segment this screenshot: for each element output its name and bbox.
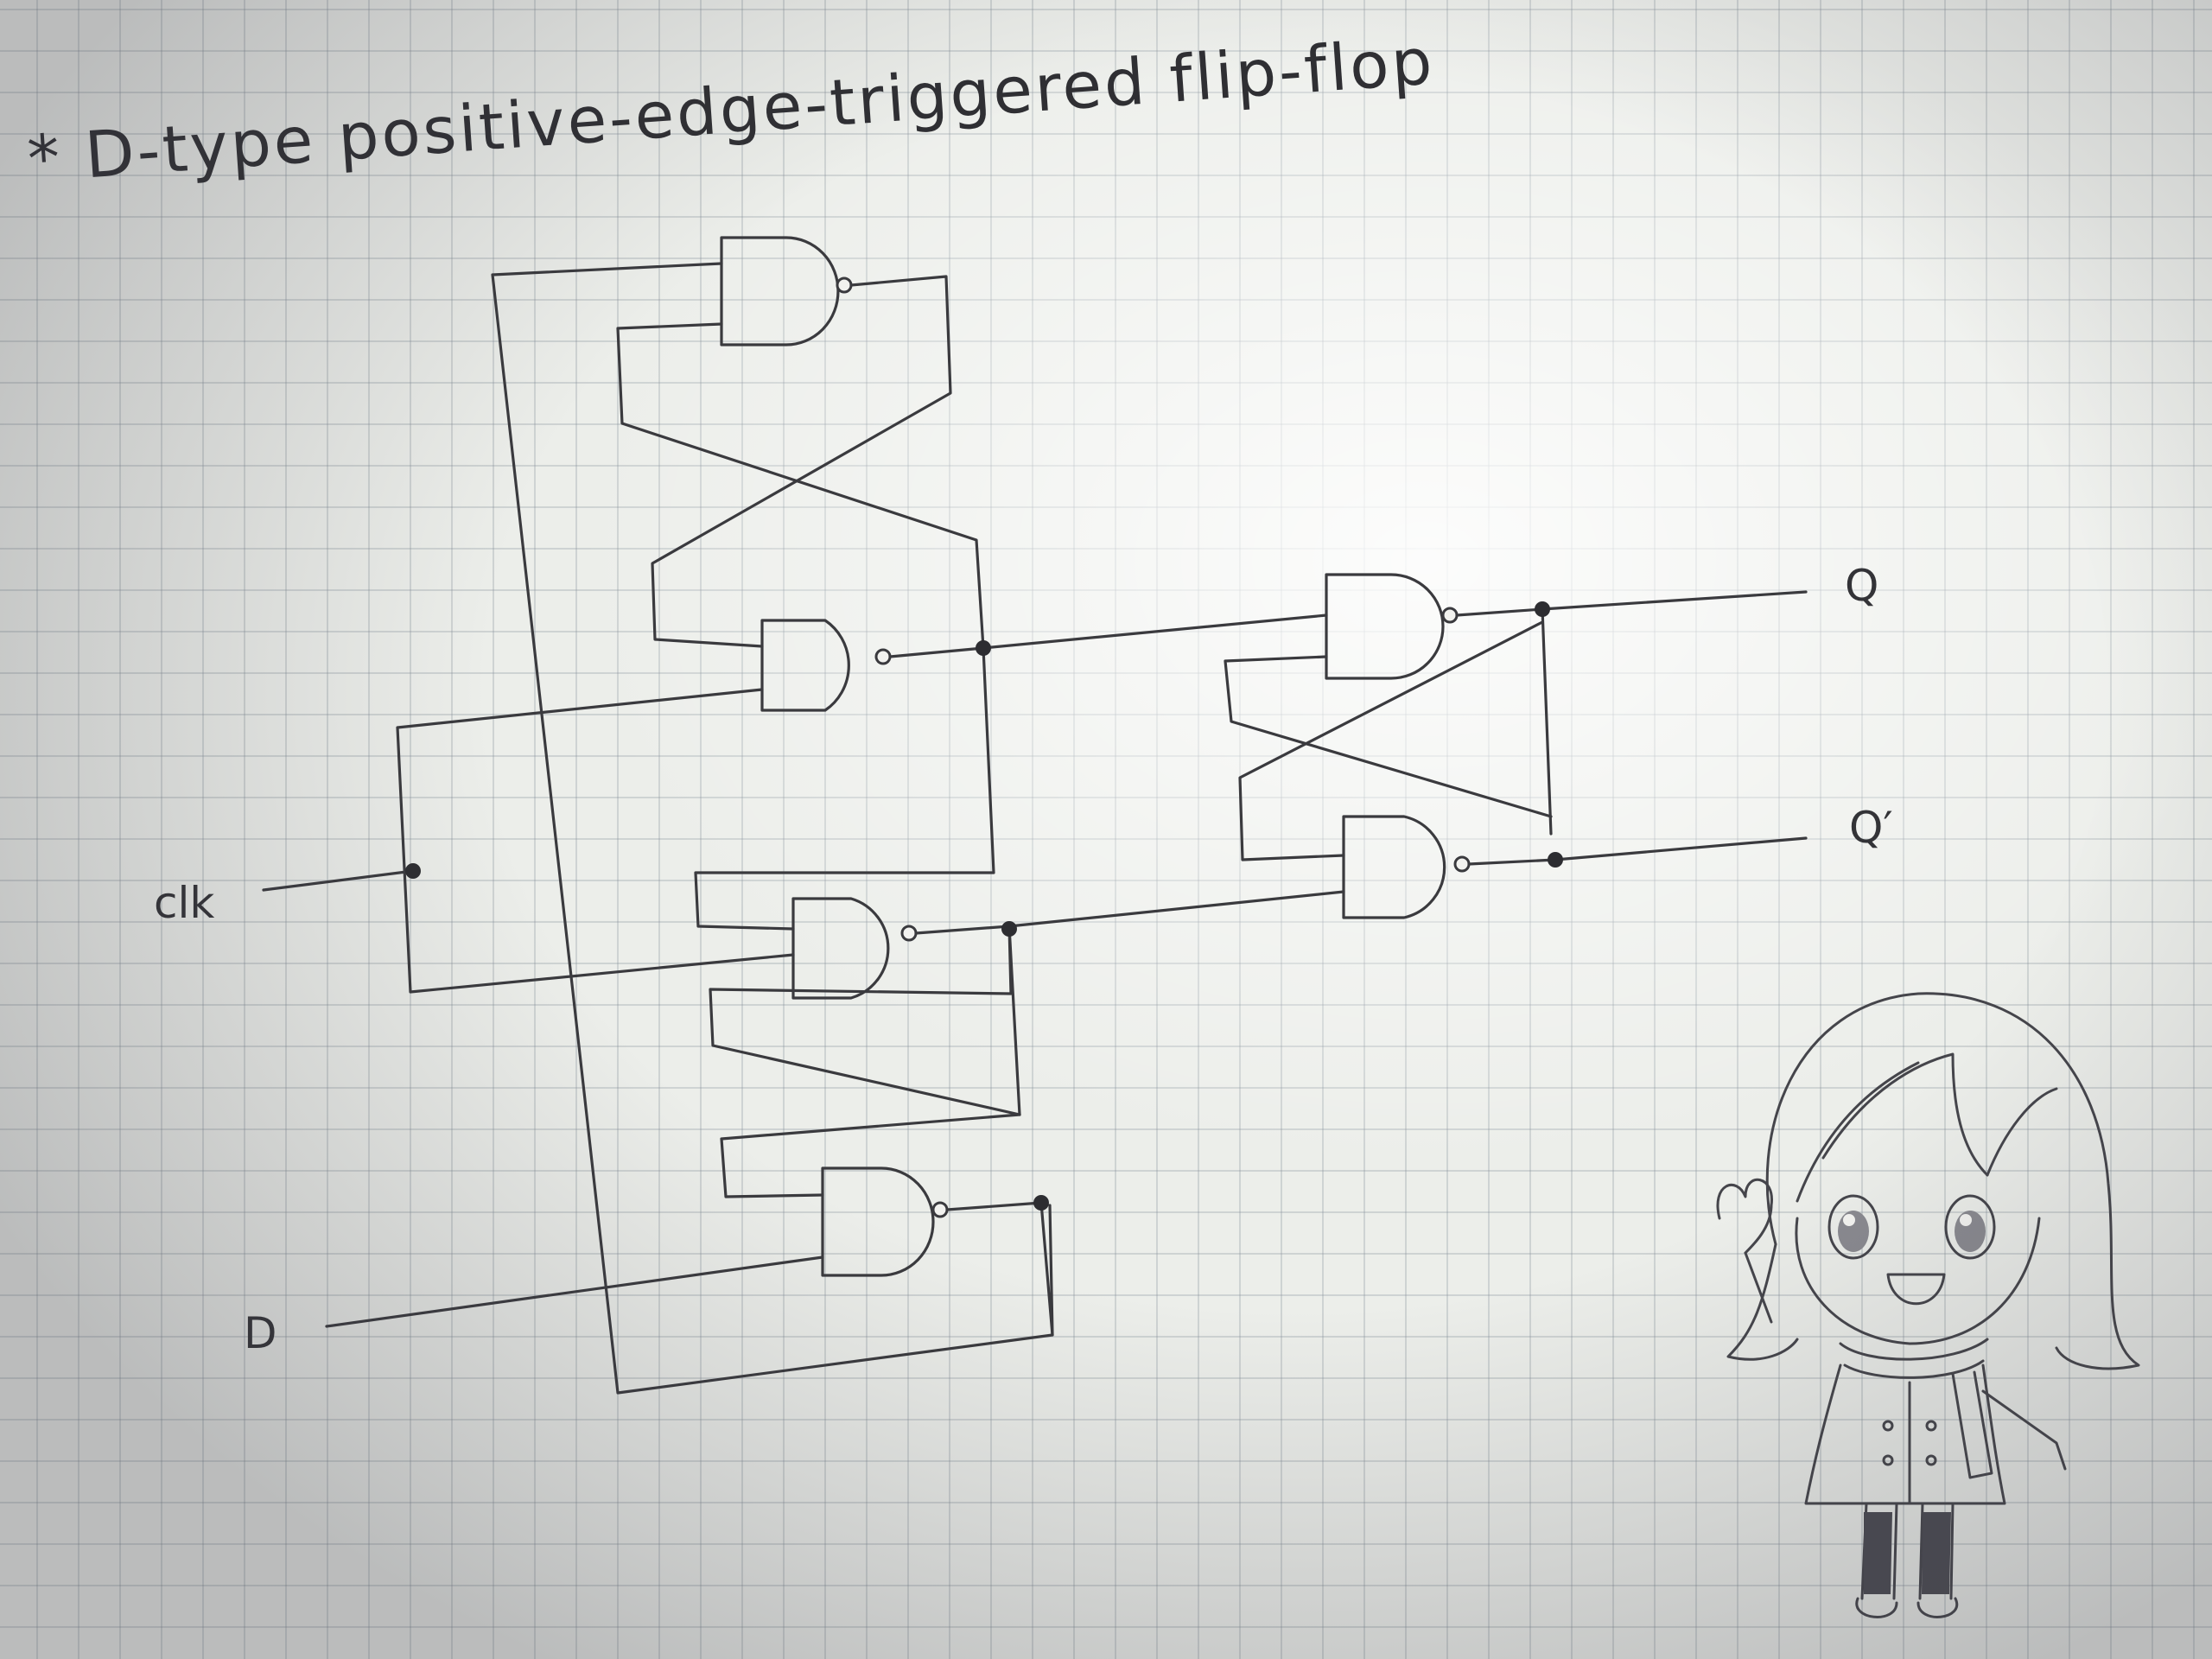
q-bar-label: Q′ — [1849, 803, 1893, 853]
nand-gate-3 — [791, 897, 918, 1000]
nand-gate-4 — [821, 1166, 949, 1277]
title-svg: * D-type positive-edge-triggered flip-fl… — [26, 24, 1437, 197]
nand-gate-2 — [760, 619, 892, 712]
q-label: Q — [1845, 561, 1878, 611]
chibi-girl-doodle — [1716, 992, 2140, 1618]
nand-gate-1 — [720, 236, 853, 346]
nand-gate-5 — [1325, 573, 1459, 680]
wires — [262, 262, 1808, 1395]
clk-label: clk — [154, 878, 214, 928]
junction-dots — [405, 601, 1563, 1211]
d-label: D — [244, 1308, 277, 1358]
nand-gate-6 — [1342, 815, 1471, 919]
